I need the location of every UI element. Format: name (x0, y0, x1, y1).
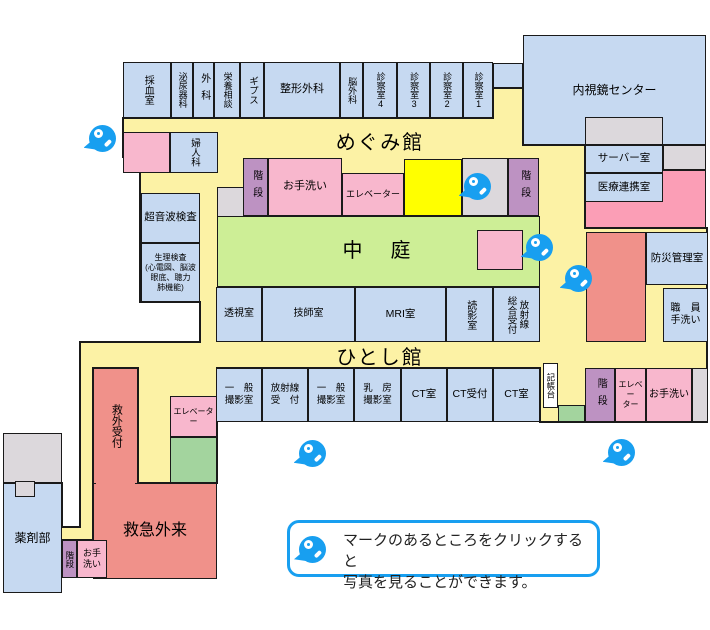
photo-spot-magnifier-icon-3[interactable] (520, 233, 553, 261)
photo-spot-magnifier-icon-2[interactable] (458, 172, 491, 200)
room-salmon-patch (96, 480, 135, 486)
room-medical-cooperation-room: 医療連携室 (585, 173, 663, 202)
magnifier-ring (612, 442, 622, 452)
legend-line-1: マークのあるところをクリックすると (343, 532, 584, 570)
room-elevator-3: エレベーター (170, 396, 217, 437)
room-stairs-4: 階段 (62, 540, 77, 578)
room-gray-top-right (585, 117, 663, 145)
room-radiology-general-reception: 放射線 総合受付 (493, 287, 540, 342)
photo-spot-magnifier-icon-6[interactable] (602, 438, 635, 466)
room-exam-room-2: 診察室2 (430, 62, 463, 118)
room-gray-upper-right (663, 145, 706, 170)
room-pink-room-courtyard (477, 230, 523, 270)
room-ct-room-2: CT室 (493, 368, 540, 422)
room-cast-room: ギプス (240, 62, 264, 118)
room-exam-room-4: 診察室4 (363, 62, 397, 118)
room-stairs-1: 階段 (243, 158, 268, 216)
room-orthopedics: 整形外科 (264, 62, 340, 118)
room-elevator-1: エレベーター (342, 173, 404, 216)
magnifier-handle (313, 549, 322, 559)
photo-spot-magnifier-icon-5[interactable] (293, 439, 326, 467)
room-disaster-management-room: 防災管理室 (646, 232, 708, 285)
room-gray-tab (15, 481, 35, 497)
room-nutrition-consult: 栄養相談 (214, 62, 240, 118)
room-urology: 泌尿器科 (171, 62, 193, 118)
room-mri-room: MRI室 (355, 287, 446, 342)
room-ct-reception: CT受付 (447, 368, 493, 422)
room-surgery: 外科 (193, 62, 214, 118)
magnifier-handle (622, 452, 631, 461)
room-gray-small-mid (217, 187, 247, 217)
magnifier-handle (579, 278, 588, 287)
legend-line-2: 写真を見ることができます。 (343, 574, 537, 591)
room-pharmacy: 薬剤部 (3, 483, 62, 593)
magnifier-ring (569, 268, 579, 278)
room-red-room-right (586, 232, 646, 342)
room-exam-room-1: 診察室1 (463, 62, 493, 118)
magnifier-tail (294, 549, 306, 561)
photo-spot-magnifier-icon-1[interactable] (83, 124, 116, 152)
magnifier-ring (530, 237, 540, 247)
room-gray-bottom-right (692, 368, 708, 422)
room-gynecology: 婦人科 (170, 132, 218, 173)
room-general-xray-room-2: 一 般 撮影室 (308, 368, 354, 422)
magnifier-ring (93, 128, 103, 138)
room-exam-room-3: 診察室3 (397, 62, 430, 118)
room-image-reading-room: 読影室 (446, 287, 493, 342)
room-server-room: サーバー室 (585, 145, 663, 173)
room-radiology-reception: 放射線 受 付 (262, 368, 308, 422)
room-toilet-3: お手 洗い (77, 540, 107, 578)
room-toilet-1: お手洗い (268, 158, 342, 216)
room-stairs-2: 階段 (508, 158, 539, 216)
building-label-hitoshi: ひとし館 (336, 347, 424, 369)
room-physiology-exam: 生理検査 (心電図、脳波 眼底、聴力 肺機能) (141, 243, 200, 302)
room-stairs-3: 階段 (585, 368, 615, 422)
room-emergency-outpatient: 救急外来 (93, 483, 217, 579)
room-registration-stand: 記帳台 (543, 363, 558, 408)
room-staff-washroom: 職 員 手洗い (663, 288, 708, 342)
room-blood-collection-room: 採血室 (123, 62, 171, 118)
room-toilet-2: お手洗い (646, 368, 692, 422)
room-ultrasound-exam: 超音波検査 (141, 193, 200, 243)
room-fluoroscopy-room: 透視室 (216, 287, 262, 342)
room-yellow-room (404, 159, 462, 216)
legend-box: マークのあるところをクリックすると 写真を見ることができます。 (287, 520, 600, 591)
room-er-outpatient-reception: 救外受付 (93, 368, 138, 484)
magnifier-icon (294, 536, 326, 563)
room-elevator-2: エレベー ター (615, 368, 646, 422)
legend-text: マークのあるところをクリックすると 写真を見ることができます。 (343, 530, 597, 593)
room-mammography-room: 乳 房 撮影室 (354, 368, 401, 422)
room-pink-room-topleft (123, 132, 170, 173)
magnifier-ring (304, 540, 313, 549)
photo-spot-magnifier-icon-4[interactable] (559, 264, 592, 292)
room-blue-annex (493, 63, 523, 88)
room-ct-room-1: CT室 (401, 368, 447, 422)
magnifier-ring (468, 176, 478, 186)
room-gray-pharmacy-top (3, 433, 62, 483)
room-general-xray-room-1: 一 般 撮影室 (216, 368, 262, 422)
magnifier-handle (478, 186, 487, 195)
magnifier-handle (540, 247, 549, 256)
room-garden-1 (558, 405, 585, 422)
magnifier-handle (313, 453, 322, 462)
magnifier-ring (303, 443, 313, 453)
room-technician-room: 技師室 (262, 287, 355, 342)
room-neurosurgery: 脳外科 (340, 62, 363, 118)
room-garden-2 (170, 437, 217, 483)
magnifier-handle (103, 138, 112, 147)
building-label-megumi: めぐみ館 (335, 132, 425, 154)
